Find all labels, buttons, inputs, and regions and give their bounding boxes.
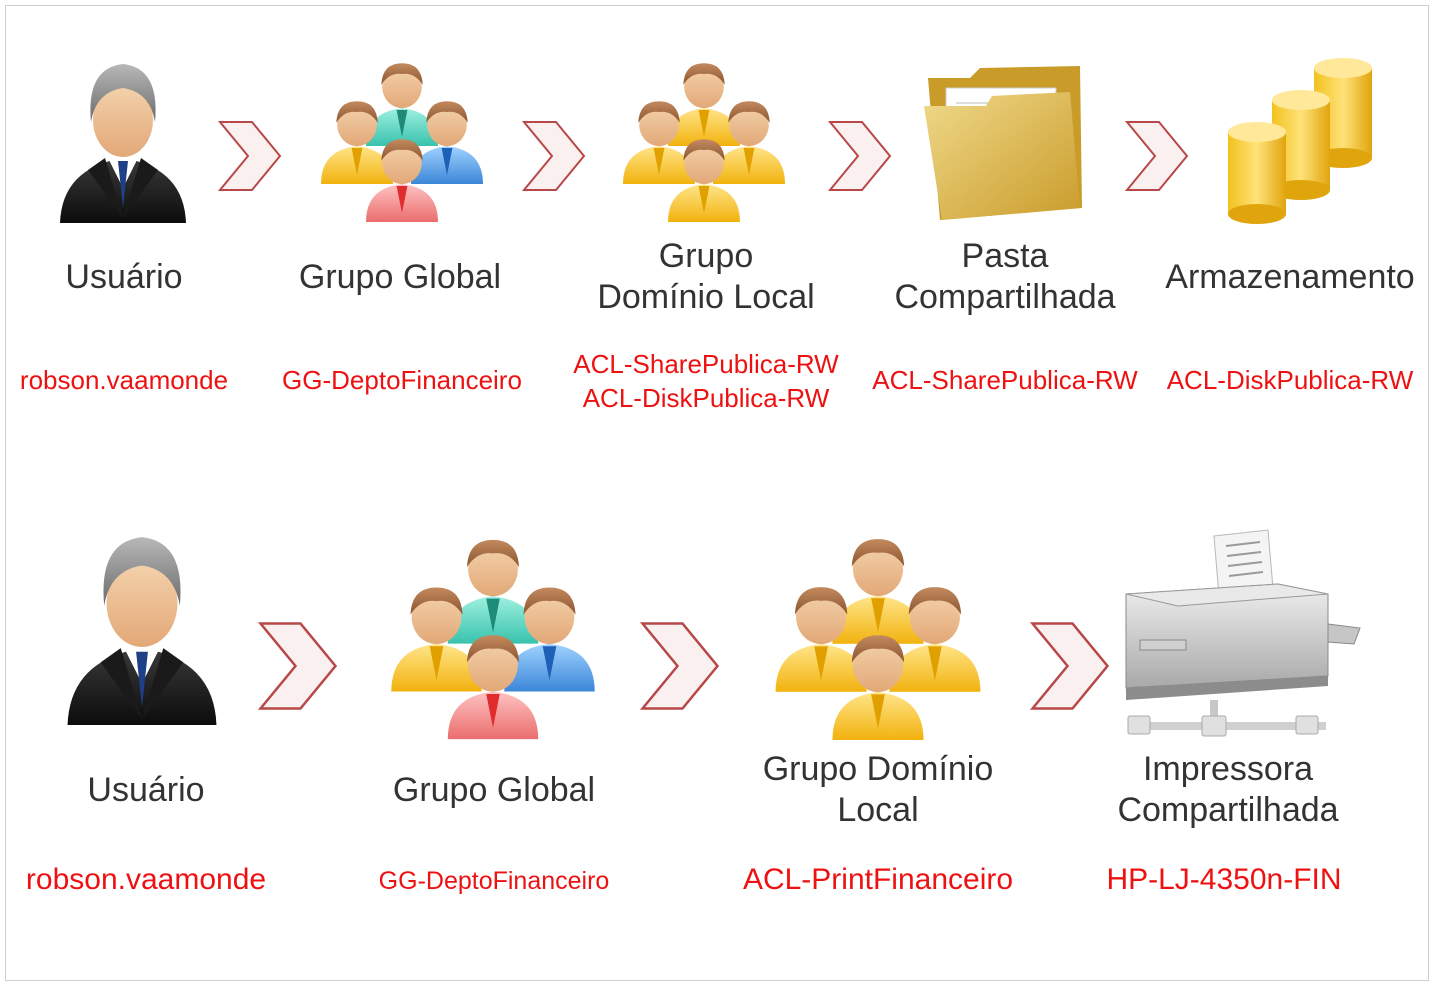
- global-group-icon: [391, 539, 595, 740]
- arrow-right-icon: [218, 120, 282, 192]
- diagram-frame: [5, 5, 1429, 981]
- node-sub-gg-depto: GG-DeptoFinanceiro: [282, 365, 522, 395]
- arrow-right-icon: [522, 120, 586, 192]
- folder-icon: [924, 66, 1082, 220]
- node-sub-hp-printer: HP-LJ-4350n-FIN: [1106, 863, 1342, 896]
- printer-icon: [1125, 529, 1361, 737]
- node-label-pasta-compartilhada: Pasta Compartilhada: [894, 237, 1116, 316]
- node-label-armazenamento: Armazenamento: [1165, 258, 1415, 296]
- local-domain-group-icon: [775, 539, 981, 740]
- node-label-grupo-global: Grupo Global: [298, 258, 502, 296]
- node-label-grupo-dominio-local-2: Grupo Domínio Local: [762, 750, 994, 829]
- node-label-usuario: Usuário: [65, 258, 183, 296]
- arrow-right-icon: [828, 120, 892, 192]
- node-label-impressora: Impressora Compartilhada: [1117, 750, 1339, 829]
- node-label-usuario-2: Usuário: [87, 771, 205, 809]
- node-sub-gg-depto-2: GG-DeptoFinanceiro: [378, 867, 610, 895]
- arrow-right-icon: [1030, 620, 1110, 712]
- arrow-right-icon: [1125, 120, 1189, 192]
- node-label-grupo-dominio-local: Grupo Domínio Local: [597, 237, 815, 316]
- node-label-grupo-global-2: Grupo Global: [392, 771, 596, 809]
- global-group-icon: [321, 63, 483, 222]
- node-sub-acl-print: ACL-PrintFinanceiro: [742, 863, 1014, 896]
- node-sub-robson: robson.vaamonde: [19, 365, 229, 395]
- storage-icon: [1228, 58, 1372, 224]
- node-sub-robson-2: robson.vaamonde: [25, 863, 267, 896]
- node-sub-acl-share: ACL-SharePublica-RW: [872, 365, 1138, 395]
- arrow-right-icon: [258, 620, 338, 712]
- node-sub-acl-disk: ACL-DiskPublica-RW: [1166, 365, 1414, 395]
- local-domain-group-icon: [623, 63, 785, 222]
- user-icon: [67, 537, 217, 725]
- arrow-right-icon: [640, 620, 720, 712]
- user-icon: [60, 64, 186, 223]
- node-sub-acl-share-disk: ACL-SharePublica-RW ACL-DiskPublica-RW: [573, 349, 839, 413]
